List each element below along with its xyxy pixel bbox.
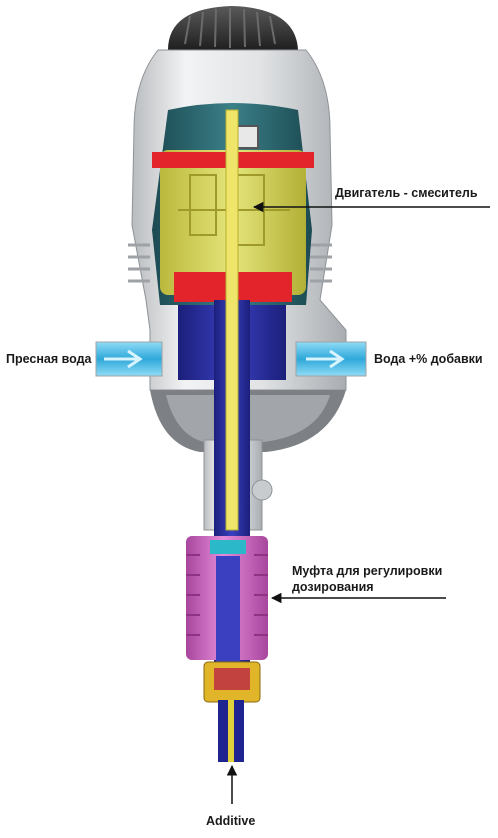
sleeve-ribs bbox=[186, 554, 268, 636]
outlet-flow-arrow bbox=[306, 349, 345, 369]
housing-fins bbox=[128, 243, 332, 283]
water-plus-additive-label: Вода +% добавки bbox=[374, 352, 483, 366]
sleeve-inner-channel bbox=[216, 556, 240, 664]
cap-ribs bbox=[184, 8, 276, 48]
dosing-sleeve-label-line1: Муфта для регулировки bbox=[292, 564, 443, 578]
yellow-rod bbox=[225, 109, 239, 531]
fresh-water-label: Пресная вода bbox=[6, 352, 92, 366]
motor-mixer-label: Двигатель - смеситель bbox=[335, 186, 478, 200]
dosing-sleeve-label-line2: дозирования bbox=[292, 580, 374, 594]
additive-label: Additive bbox=[206, 814, 256, 828]
inlet-flow-arrow bbox=[104, 349, 143, 369]
